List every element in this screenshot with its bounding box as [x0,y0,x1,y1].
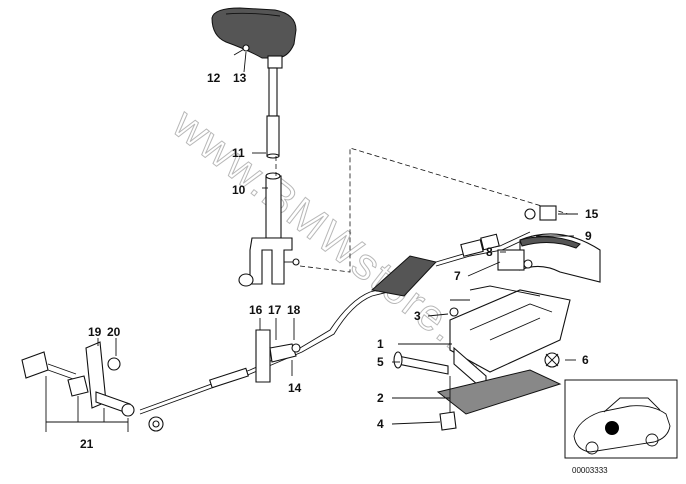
callout-13: 13 [233,71,247,85]
callout-17: 17 [268,303,282,317]
cable-bracket [255,329,301,383]
callout-18: 18 [287,303,301,317]
pin-and-nut [393,205,560,431]
reference-number: 00003333 [572,466,608,475]
callout-16: 16 [249,303,263,317]
shift-knob [211,7,297,69]
callout-10: 10 [232,183,246,197]
callout-6: 6 [582,353,589,367]
leader-lines [45,51,578,432]
callout-2: 2 [377,391,384,405]
callout-7: 7 [454,269,461,283]
callout-14: 14 [288,381,302,395]
housing-seal-plate [436,369,562,415]
linkage-parts [21,341,164,432]
callout-12: 12 [207,71,221,85]
callout-1: 1 [377,337,384,351]
callout-19: 19 [88,325,102,339]
callout-21: 21 [80,437,94,451]
shift-cable [139,208,536,415]
vehicle-locator-thumbnail: 00003333 [564,379,678,475]
callout-11: 11 [232,146,245,160]
callout-8: 8 [486,245,493,259]
callout-3: 3 [414,309,421,323]
callout-9: 9 [585,229,592,243]
callout-5: 5 [377,355,384,369]
location-marker-icon [605,421,619,435]
callout-15: 15 [585,207,599,221]
callout-4: 4 [377,417,384,431]
knob-screw [233,44,250,56]
shift-lever [238,172,300,287]
gear-housing [449,233,601,394]
shift-rod [266,67,280,159]
callout-20: 20 [107,325,121,339]
